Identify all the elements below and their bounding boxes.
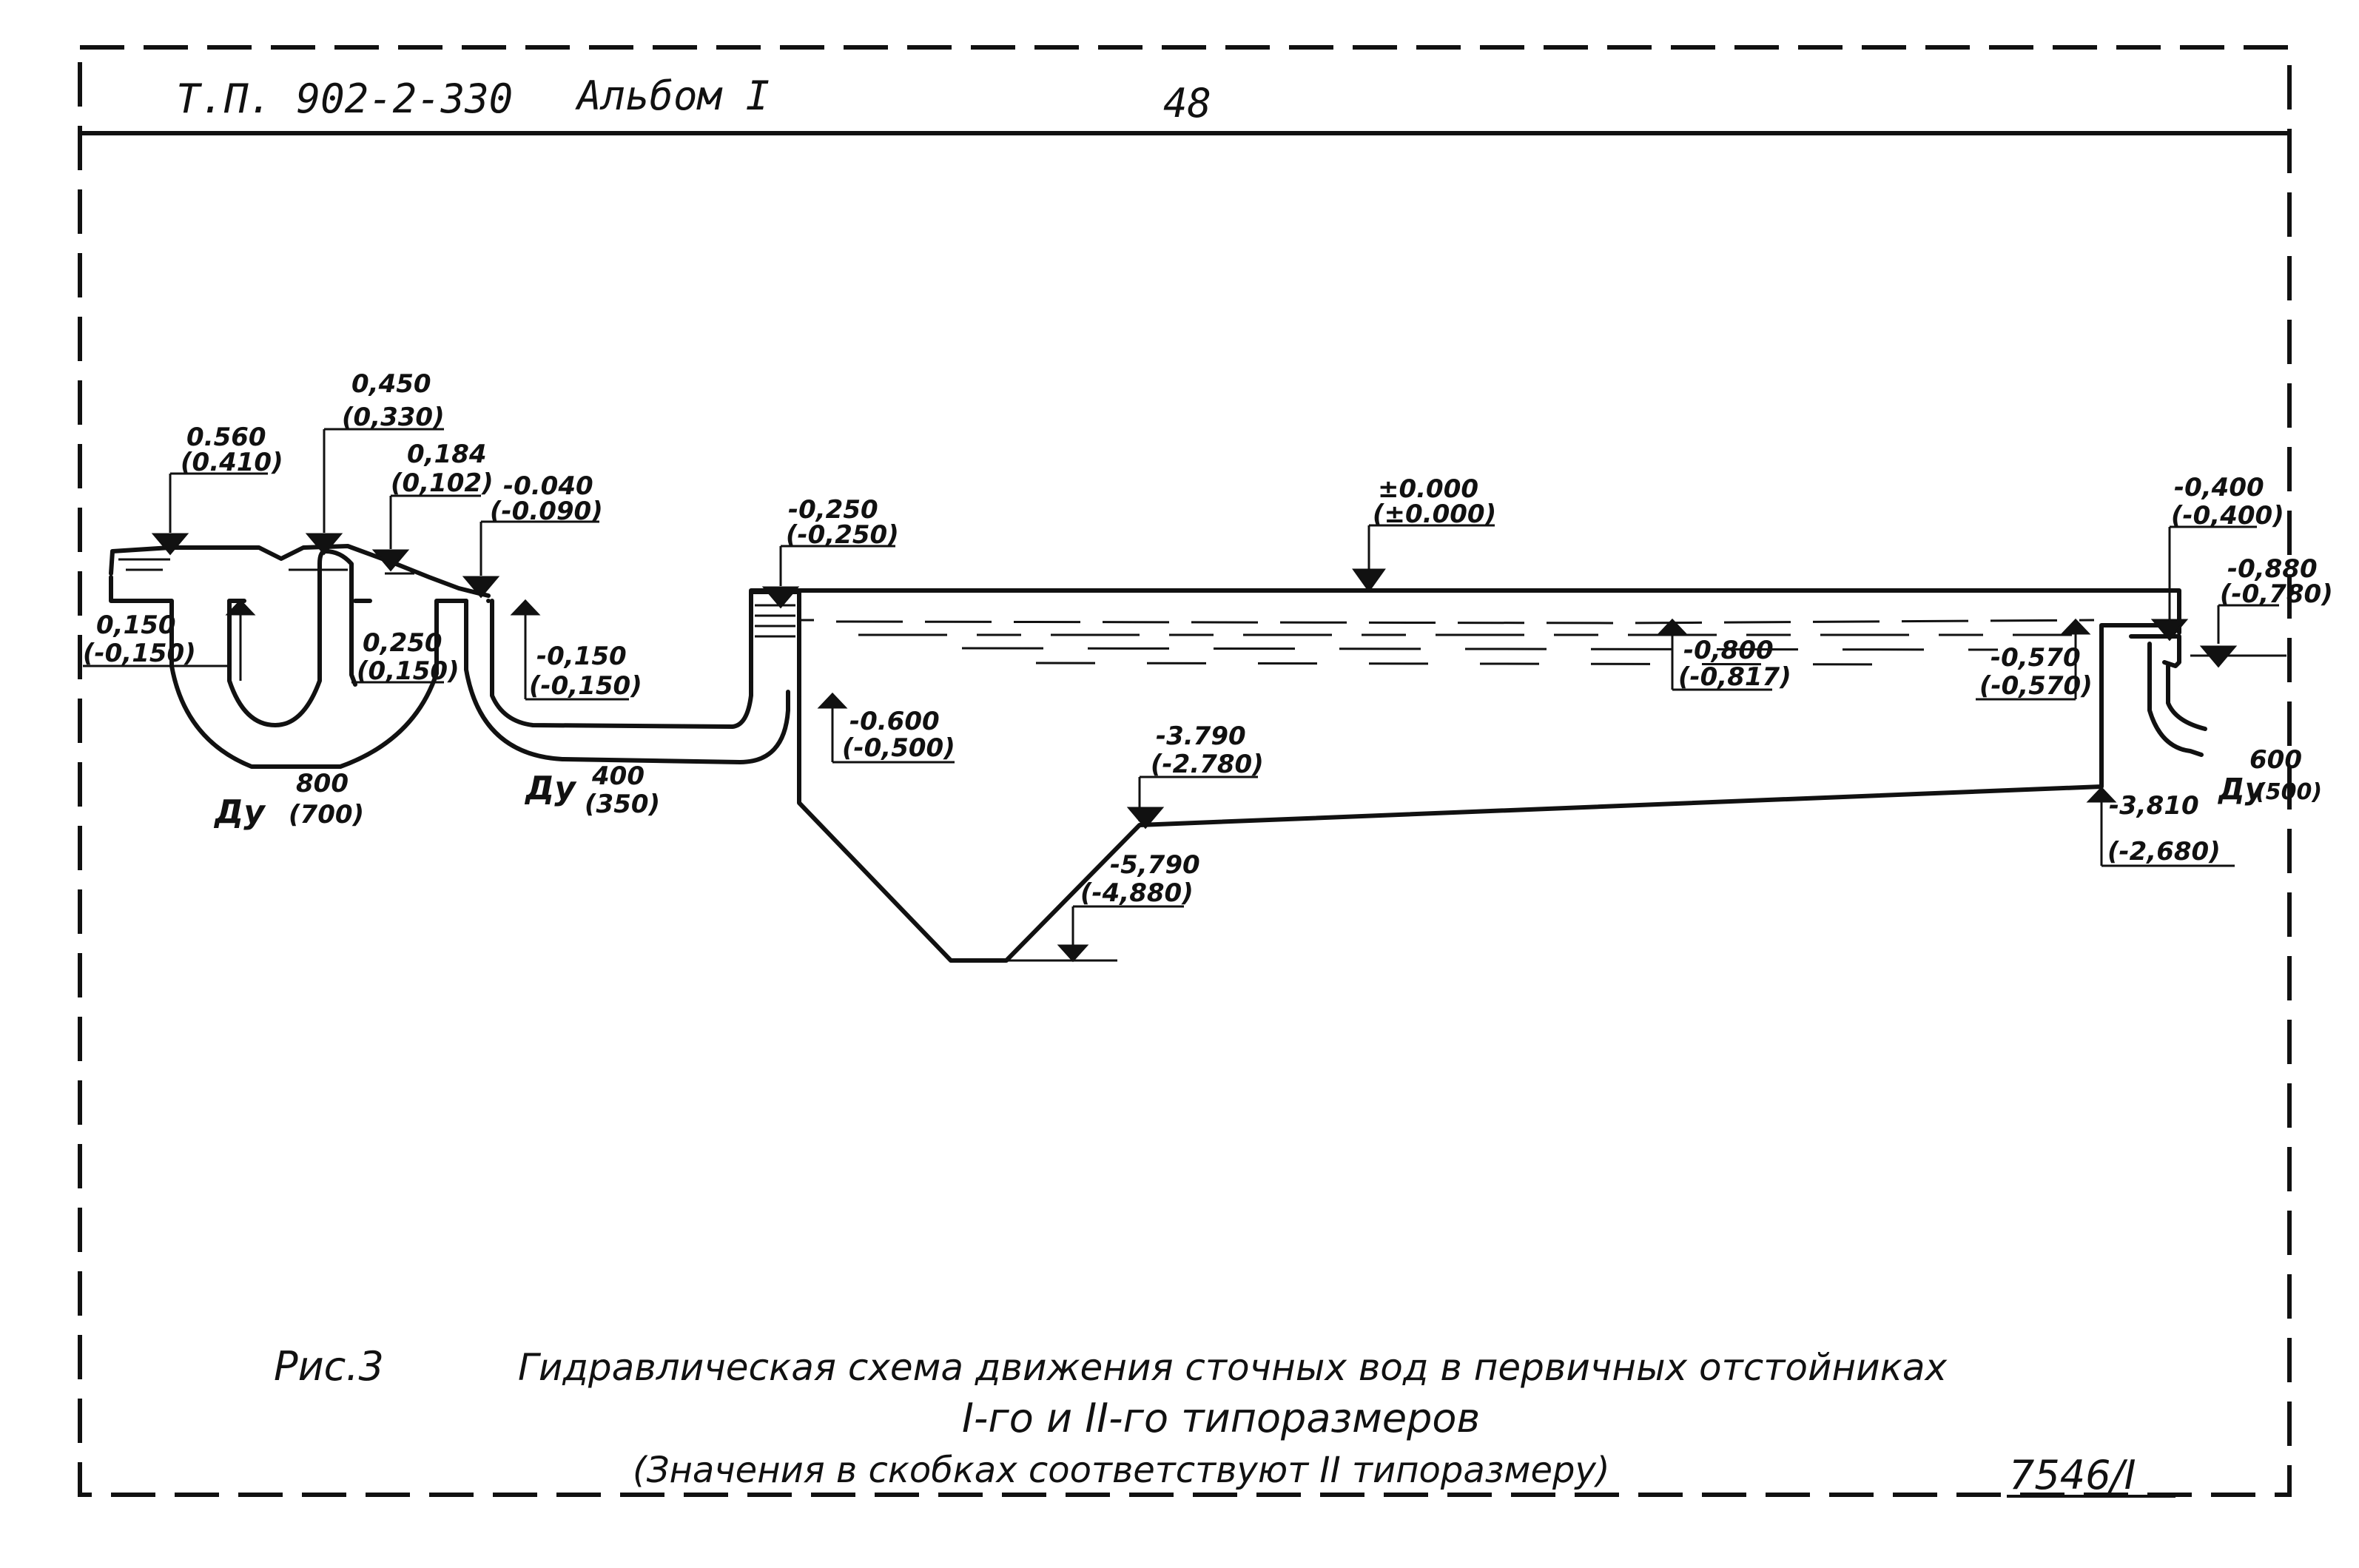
pipe-label-3: 600 Ду (500) [2217,745,2322,807]
pipe-alt-1: (700) [289,800,364,830]
level-label-13-alt: (-0,817) [1678,662,1791,692]
level-label-9: -0.600 [849,707,940,736]
level-marker-4 [463,520,599,598]
level-label-9-alt: (-0,500) [842,733,955,763]
level-marker-8 [763,545,895,608]
level-label-1-alt: (0.410) [181,448,283,477]
pipe-size-3: 600 [2249,745,2302,775]
level-label-15-alt: (-2,680) [2107,837,2221,867]
level-label-16-alt: (-0,400) [2171,501,2284,531]
level-label-4-alt: (-0.090) [490,497,603,526]
level-label-10: ±0.000 [1378,474,1478,504]
header-code: Т.П. 902-2-330 [176,75,513,122]
level-marker-12 [1006,905,1184,963]
caption-sizes: I-го и II-го типоразмеров [962,1395,1480,1441]
level-label-14: -0,570 [1990,643,2081,673]
level-label-6-alt: (0,150) [357,656,460,686]
level-label-2-alt: (0,330) [342,403,445,432]
level-label-5: 0,150 [96,610,176,640]
pipe-alt-2: (350) [585,790,660,819]
caption-note: (Значения в скобках соответствуют II тип… [633,1450,1610,1491]
pipe-label-1: Ду 800 (700) [213,769,364,831]
level-label-2: 0,450 [351,369,431,399]
figure-number: Рис.3 [274,1343,384,1390]
level-marker-5 [83,599,256,681]
level-marker-2 [306,428,444,555]
pipe-size-2: 400 [591,761,645,791]
level-marker-9 [817,692,955,764]
level-label-1: 0.560 [186,423,266,452]
level-marker-14 [1976,618,2091,701]
header-album: Альбом I [575,73,770,119]
level-marker-16 [2152,525,2257,641]
caption-title: Гидравлическая схема движения сточных во… [518,1346,1947,1389]
pipe-prefix-1: Ду [213,793,266,831]
level-label-7-alt: (-0,150) [529,671,642,701]
level-label-11: -3.790 [1156,721,1246,751]
level-label-3: 0,184 [407,440,487,469]
level-label-13: -0,800 [1683,636,1774,665]
level-marker-15 [2086,786,2235,867]
level-label-8-alt: (-0,250) [786,520,899,550]
sheet-id: 7546/I [2009,1452,2136,1498]
level-label-6: 0,250 [363,628,442,658]
level-label-12-alt: (-4,880) [1080,878,1194,908]
level-label-14-alt: (-0,570) [1979,671,2093,701]
level-marker-13 [1657,618,1772,691]
flow-structure [109,544,2207,963]
level-marker-17 [2190,604,2286,667]
level-label-11-alt: (-2.780) [1151,750,1264,779]
pipe-alt-3: (500) [2255,779,2322,805]
water-surface-lines [118,558,2095,666]
level-label-5-alt: (-0,150) [83,639,196,668]
level-marker-10 [1352,524,1495,593]
pipe-size-1: 800 [296,769,349,798]
level-label-16: -0,400 [2174,473,2264,502]
level-label-17: -0,880 [2227,554,2318,584]
level-label-3-alt: (0,102) [391,468,494,498]
level-label-15: -3,810 [2109,791,2199,821]
level-marker-11 [1128,775,1258,829]
level-label-4: -0.040 [503,471,593,501]
pipe-prefix-2: Ду [524,770,577,807]
level-marker-7 [510,599,629,701]
level-marker-1 [152,472,268,555]
pipe-label-2: Ду 400 (350) [524,761,660,819]
sheet-frame [78,45,2292,1497]
level-label-10-alt: (±0.000) [1373,499,1496,529]
level-label-7: -0,150 [536,642,627,671]
level-label-17-alt: (-0,780) [2220,579,2333,609]
level-label-8: -0,250 [788,495,878,525]
level-marker-3 [373,494,481,571]
header-page-number: 48 [1163,80,1211,127]
level-label-12: -5,790 [1110,850,1200,880]
pipe-prefix-3: Ду [2217,773,2266,807]
